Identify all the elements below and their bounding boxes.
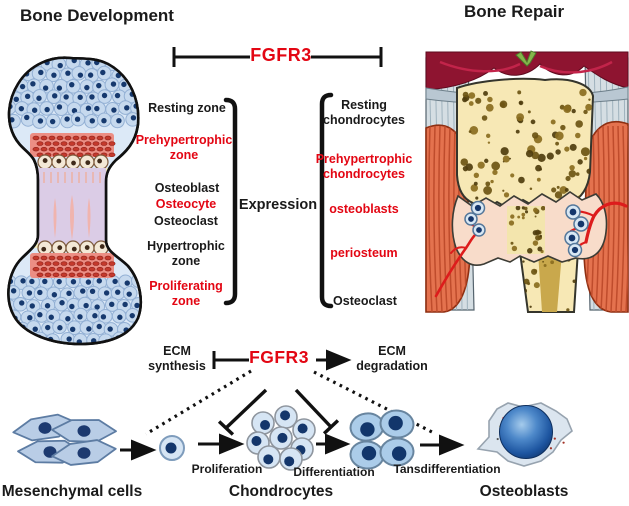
zone-label-osteoblast: Osteoblast xyxy=(154,181,220,195)
zone-label-osteocyte: Osteocyte xyxy=(155,197,217,211)
prehypertrophic-band-top xyxy=(30,133,116,158)
zone-label-osteoclast: Osteoclast xyxy=(154,214,218,228)
cell-label-mesenchymal: Mesenchymal cells xyxy=(1,483,143,500)
zone-label-resting-zone: Resting zone xyxy=(148,101,226,115)
progenitor-cell-art xyxy=(159,435,185,461)
zone-label-hypertrophic-zone: Hypertrophic zone xyxy=(147,239,225,269)
site-label-periosteum: periosteum xyxy=(330,246,398,260)
fgfr3-inhibition-bar xyxy=(172,47,383,67)
differentiated-chondrocytes-art xyxy=(349,409,415,470)
step-label-proliferation: Proliferation xyxy=(191,462,263,476)
fgfr3-bottom-label: FGFR3 xyxy=(249,347,309,367)
right-bracket xyxy=(319,92,334,309)
expression-label: Expression xyxy=(238,197,318,213)
left-bracket xyxy=(223,97,238,306)
ecm-degradation-label: ECM degradation xyxy=(356,344,428,374)
site-label-resting-chondrocytes: Resting chondrocytes xyxy=(323,98,405,128)
ecm-arrows xyxy=(212,349,352,371)
bone-repair-illustration xyxy=(425,50,629,313)
mesenchymal-cells-art xyxy=(12,413,117,466)
deep-muscle-band xyxy=(425,51,629,91)
prehypertrophic-band-bottom xyxy=(30,253,116,278)
zone-label-proliferating-zone: Proliferating zone xyxy=(149,279,223,309)
pathway-arrows xyxy=(120,433,465,461)
title-bone-repair: Bone Repair xyxy=(464,2,565,21)
bone-development-illustration xyxy=(7,56,143,346)
site-label-prehypertrophic-chondrocytes: Prehypertrophic chondrocytes xyxy=(315,152,413,182)
osteoblast-cell-art xyxy=(476,402,573,467)
title-bone-development: Bone Development xyxy=(20,6,174,25)
fgfr3-top-label: FGFR3 xyxy=(250,45,312,65)
cell-label-chondrocytes: Chondrocytes xyxy=(228,483,334,500)
step-label-tansdifferentiation: Tansdifferentiation xyxy=(393,462,501,476)
chondrocyte-cluster-art xyxy=(246,405,316,471)
growth-plate-sprout xyxy=(515,50,537,67)
step-label-differentiation: Differentiation xyxy=(293,465,375,479)
site-label-osteoclast: Osteoclast xyxy=(333,294,397,308)
site-label-osteoblasts: osteoblasts xyxy=(329,202,399,216)
zone-label-prehypertrophic-zone: Prehypertrophic zone xyxy=(135,133,233,163)
callus-cells xyxy=(464,200,589,258)
diaphysis-marrow xyxy=(32,168,112,248)
cell-label-osteoblasts: Osteoblasts xyxy=(479,483,569,500)
ecm-synthesis-label: ECM synthesis xyxy=(148,344,206,374)
